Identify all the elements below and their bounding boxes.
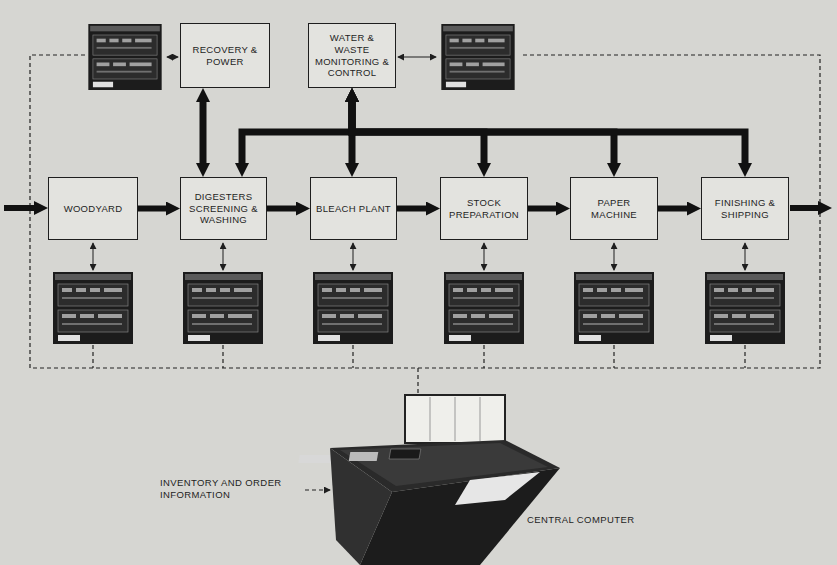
controller-unit (88, 24, 161, 90)
process-box: RECOVERY & POWER (180, 23, 270, 88)
controller-unit (441, 24, 514, 90)
controller-unit (183, 272, 263, 344)
computer-console (298, 395, 560, 565)
flow-arrow (138, 206, 168, 212)
caption-label: INVENTORY AND ORDER INFORMATION (158, 476, 290, 502)
flow-arrow (200, 100, 207, 165)
controller-unit (705, 272, 785, 344)
box-label: STOCK PREPARATION (445, 197, 523, 221)
controller-unit (444, 272, 524, 344)
flow-arrow (397, 206, 428, 212)
box-label: DIGESTERS SCREENING & WASHING (185, 191, 262, 227)
process-box: PAPER MACHINE (570, 177, 658, 240)
process-box: BLEACH PLANT (310, 177, 397, 240)
flow-arrow (658, 206, 689, 212)
process-box: DIGESTERS SCREENING & WASHING (180, 177, 267, 240)
process-input-arrow (4, 205, 36, 211)
controller-unit (53, 272, 133, 344)
flow-arrow (352, 100, 745, 165)
box-label: BLEACH PLANT (315, 203, 392, 215)
box-label: WOODYARD (53, 203, 133, 215)
process-output-arrow (790, 205, 820, 211)
process-box: FINISHING & SHIPPING (701, 177, 789, 240)
flow-arrow (242, 100, 352, 165)
box-label: RECOVERY & POWER (185, 44, 265, 68)
flow-arrow (267, 206, 298, 212)
flow-arrow (528, 206, 558, 212)
process-box: STOCK PREPARATION (440, 177, 528, 240)
controller-unit (574, 272, 654, 344)
controller-unit (313, 272, 393, 344)
controller-link (93, 57, 745, 270)
box-label: FINISHING & SHIPPING (706, 197, 784, 221)
box-label: WATER & WASTE MONITORING & CONTROL (313, 32, 391, 80)
box-label: PAPER MACHINE (575, 197, 653, 221)
process-box: WOODYARD (48, 177, 138, 240)
process-box: WATER & WASTE MONITORING & CONTROL (308, 23, 396, 88)
data-network (30, 55, 820, 490)
caption-label: CENTRAL COMPUTER (525, 513, 649, 527)
